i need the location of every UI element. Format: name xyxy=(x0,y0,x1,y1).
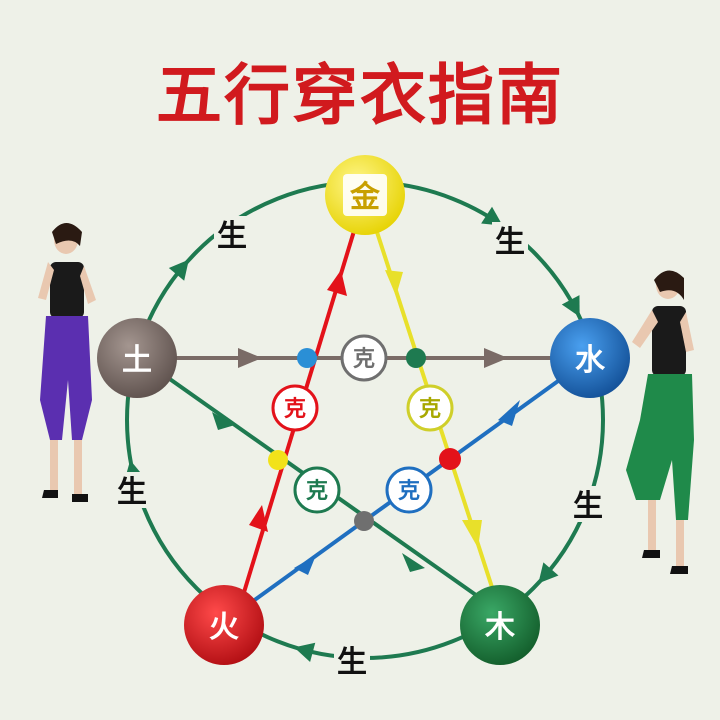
arrow-yellow-up xyxy=(385,270,403,296)
ke-top: 克 xyxy=(340,334,388,382)
figure-left-pants xyxy=(40,316,92,440)
node-earth-label: 土 xyxy=(122,343,152,378)
figure-left-shoe-right xyxy=(72,494,88,502)
figure-right-shoe-left xyxy=(642,550,660,558)
sheng-label-left: 生 xyxy=(117,475,147,510)
ke-label-lower-left: 克 xyxy=(306,478,328,504)
gen-arrow-bottom xyxy=(294,642,316,663)
generating-cycle xyxy=(125,180,605,660)
figure-left-shoe-left xyxy=(42,490,58,498)
dot-yellow xyxy=(268,450,288,470)
gen-arrow-right-upper xyxy=(561,295,580,317)
arrow-red-low xyxy=(249,505,268,532)
arrow-green-low xyxy=(402,553,425,572)
ke-upper-left: 克 xyxy=(271,384,319,432)
element-nodes: 金 水 木 火 土 xyxy=(97,155,630,665)
figure-right-pants xyxy=(626,374,694,520)
node-fire-label: 火 xyxy=(209,610,239,645)
intersection-dots xyxy=(268,348,461,531)
node-metal: 金 xyxy=(325,155,405,235)
page-title: 五行穿衣指南 xyxy=(156,57,564,134)
arrow-blue-up xyxy=(498,400,520,426)
sheng-label-top-right: 生 xyxy=(495,225,525,260)
ke-lower-right: 克 xyxy=(385,466,433,514)
figure-left-arm-right xyxy=(80,266,96,304)
sheng-label-right: 生 xyxy=(573,489,603,524)
figure-left xyxy=(38,223,96,502)
arrow-blue-low xyxy=(294,555,316,575)
node-earth: 土 xyxy=(97,318,177,398)
figure-right-arm-left xyxy=(632,310,658,348)
figure-right-arm-right xyxy=(680,312,694,352)
ke-upper-right: 克 xyxy=(406,384,454,432)
dot-gray xyxy=(354,511,374,531)
figure-right-hair xyxy=(654,270,684,300)
ke-lower-left: 克 xyxy=(293,466,341,514)
node-water-label: 水 xyxy=(575,343,606,378)
arrow-gray-left xyxy=(238,348,262,368)
control-labels: 克 克 克 克 克 xyxy=(271,334,454,514)
sheng-label-bottom: 生 xyxy=(337,645,367,680)
star-arrows xyxy=(212,270,520,575)
dot-green xyxy=(406,348,426,368)
cycle-circle xyxy=(125,180,605,660)
figure-left-top xyxy=(50,262,84,318)
arrow-yellow-low xyxy=(462,520,482,548)
figure-left-hair xyxy=(52,223,82,246)
node-fire: 火 xyxy=(184,585,264,665)
dot-red xyxy=(439,448,461,470)
generate-labels: 生 生 生 生 生 xyxy=(114,216,606,680)
figure-left-arm-left xyxy=(38,262,54,300)
ke-label-upper-right: 克 xyxy=(419,396,441,422)
node-metal-label: 金 xyxy=(349,180,381,215)
sheng-label-top-left: 生 xyxy=(217,219,247,254)
figure-right xyxy=(626,270,694,574)
arrow-green-up xyxy=(212,412,235,430)
ke-label-top: 克 xyxy=(353,346,375,372)
gen-arrow-right-lower xyxy=(538,562,559,584)
gen-arrow-left-upper xyxy=(168,259,189,281)
node-wood-label: 木 xyxy=(484,610,515,645)
figure-right-top xyxy=(652,306,686,376)
dot-blue xyxy=(297,348,317,368)
node-wood: 木 xyxy=(460,585,540,665)
gen-arrow-top-right xyxy=(481,206,503,226)
figure-right-shoe-right xyxy=(670,566,688,574)
arrow-red-up xyxy=(327,270,347,296)
ke-label-lower-right: 克 xyxy=(398,478,420,504)
ke-label-upper-left: 克 xyxy=(284,396,306,422)
node-water: 水 xyxy=(550,318,630,398)
arrow-gray-right xyxy=(484,348,508,368)
